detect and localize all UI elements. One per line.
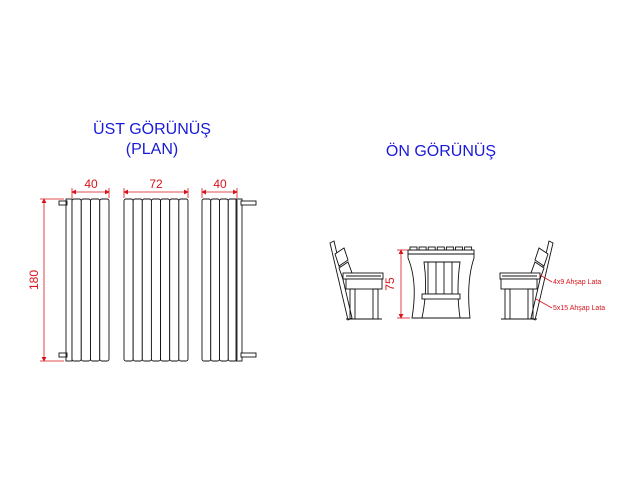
dim-left-width: 40	[84, 177, 98, 191]
front-table-top-slat	[427, 246, 436, 251]
plan-table-slat	[141, 198, 152, 362]
plan-right-bench	[201, 198, 257, 362]
plan-view	[58, 198, 257, 362]
dim-length: 180	[27, 270, 41, 290]
front-right-bench	[499, 240, 554, 321]
plan-bench-slat	[201, 198, 212, 362]
front-table-top-slat	[455, 246, 463, 251]
plan-bench-slat	[71, 198, 82, 362]
front-table	[407, 246, 475, 319]
front-table-top-slat	[418, 246, 427, 251]
plan-table-slat	[150, 198, 162, 362]
plan-left-bench	[58, 198, 110, 362]
front-table-top-slat	[445, 246, 454, 251]
dim-table-width: 72	[149, 177, 163, 191]
plan-table-slat	[132, 198, 143, 362]
note-slat-5x15: 5x15 Ahşap Lata	[553, 305, 605, 312]
top-view-title-line2: (PLAN)	[125, 141, 179, 158]
front-table-top-slat	[464, 246, 473, 251]
front-dimensions: 75 4x9 Ahşap Lata 5x15 Ahşap Lata	[383, 249, 605, 319]
plan-bench-slat	[80, 198, 91, 362]
front-view-title: ÖN GÖRÜNÜŞ	[385, 143, 497, 160]
plan-bench-slat	[90, 198, 101, 362]
dim-right-width: 40	[213, 177, 227, 191]
top-view-title-line1: ÜST GÖRÜNÜŞ	[93, 121, 211, 138]
dim-height: 75	[383, 277, 397, 291]
plan-table-slat	[123, 198, 134, 362]
note-slat-4x9: 4x9 Ahşap Lata	[553, 279, 601, 286]
front-view	[329, 240, 554, 321]
front-left-bench	[329, 240, 384, 321]
plan-table-slat	[178, 198, 189, 362]
top-view-title: ÜST GÖRÜNÜŞ (PLAN)	[72, 120, 232, 160]
plan-table	[123, 198, 189, 362]
plan-bench-slat	[210, 198, 220, 362]
plan-table-slat	[169, 198, 180, 362]
plan-bench-slat	[227, 198, 238, 362]
plan-table-slat	[160, 198, 171, 362]
plan-dimensions: 40 72 40 180	[27, 177, 238, 362]
plan-bench-slat	[99, 198, 110, 362]
front-table-top-slat	[409, 246, 418, 251]
plan-bench-slat	[219, 198, 229, 362]
front-table-top-slat	[436, 246, 445, 251]
